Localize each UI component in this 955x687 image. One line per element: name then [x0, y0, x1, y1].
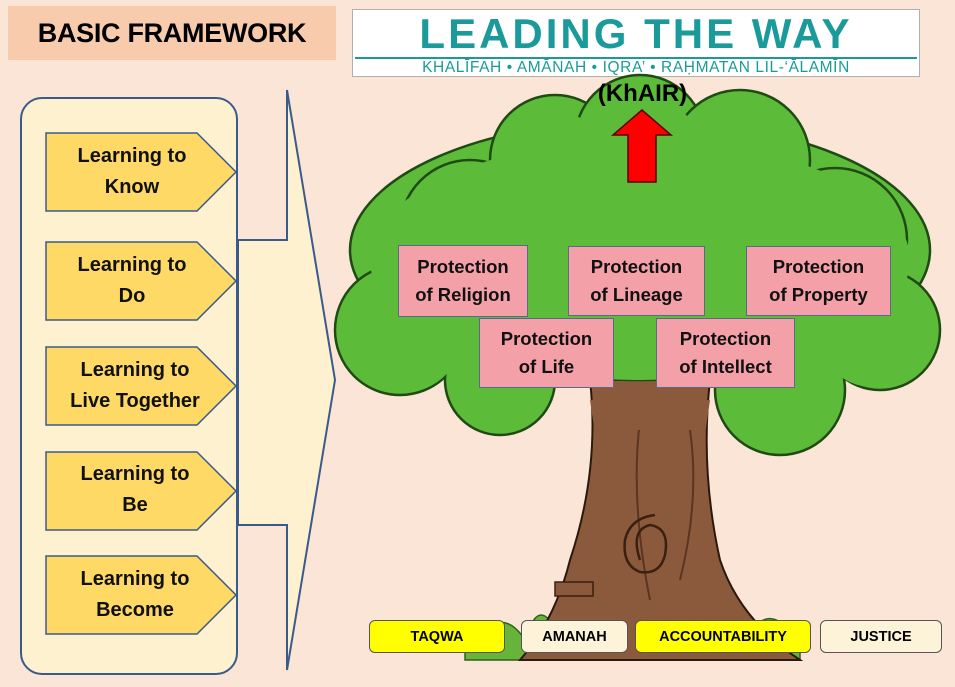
- pillar-know-line1: Learning to: [77, 145, 187, 167]
- protection-religion-line1: Protection: [417, 256, 509, 277]
- trunk-knot: [623, 513, 668, 574]
- pillar-become: Learning to Become: [46, 564, 224, 626]
- pillar-be: Learning to Be: [46, 459, 224, 521]
- pillar-shape-do: [45, 241, 238, 321]
- branch-stub: [554, 581, 594, 597]
- pillar-shapes: [45, 132, 238, 635]
- protection-religion-line2: of Religion: [415, 284, 511, 305]
- protection-intellect: Protection of Intellect: [656, 318, 795, 388]
- khair-label: (KhAIR): [597, 80, 688, 107]
- pillar-shape-know: [45, 132, 238, 212]
- pillar-become-line1: Learning to: [80, 568, 190, 590]
- pillar-know-line2: Know: [104, 176, 160, 198]
- protection-life-line1: Protection: [500, 328, 593, 349]
- pillar-live-together-line2: Live Together: [70, 390, 200, 412]
- pillar-know: Learning to Know: [46, 141, 218, 203]
- protection-intellect-line1: Protection: [679, 328, 772, 349]
- banner-main-text: LEADING THE WAY: [419, 10, 853, 57]
- protection-lineage-line1: Protection: [590, 256, 683, 277]
- pillar-shape-live-together: [45, 346, 238, 426]
- value-amanah: AMANAH: [521, 620, 628, 653]
- leading-the-way-banner: LEADING THE WAY KHALĪFAH • AMĀNAH • IQRA…: [352, 9, 920, 77]
- value-accountability: ACCOUNTABILITY: [635, 620, 811, 653]
- protection-lineage: Protection of Lineage: [568, 246, 705, 316]
- protection-lineage-line2: of Lineage: [590, 284, 683, 305]
- banner-subtitle: KHALĪFAH • AMĀNAH • IQRA’ • RAḤMATAN LIL…: [355, 57, 917, 76]
- pillar-shape-be: [45, 451, 238, 531]
- value-justice: JUSTICE: [820, 620, 942, 653]
- pillar-live-together: Learning to Live Together: [46, 355, 224, 417]
- pillar-become-line2: Become: [96, 599, 174, 621]
- protection-property-line1: Protection: [772, 256, 865, 277]
- pillar-shape-become: [45, 555, 238, 635]
- protection-property-line2: of Property: [769, 284, 868, 305]
- framework-arrow: [237, 89, 337, 671]
- pillar-do-line1: Learning to: [77, 254, 187, 276]
- protection-life: Protection of Life: [479, 318, 614, 388]
- pillar-live-together-line1: Learning to: [80, 359, 190, 381]
- pillar-do-line2: Do: [118, 285, 146, 307]
- protection-property: Protection of Property: [746, 246, 891, 316]
- pillar-be-line2: Be: [122, 494, 148, 516]
- page-title: BASIC FRAMEWORK: [8, 6, 336, 60]
- protection-intellect-line2: of Intellect: [679, 356, 772, 377]
- protection-life-line2: of Life: [518, 356, 575, 377]
- pillar-do: Learning to Do: [46, 250, 218, 312]
- pillar-be-line1: Learning to: [80, 463, 190, 485]
- value-taqwa: TAQWA: [369, 620, 505, 653]
- khair-up-arrow: [610, 109, 674, 183]
- protection-religion: Protection of Religion: [398, 245, 528, 317]
